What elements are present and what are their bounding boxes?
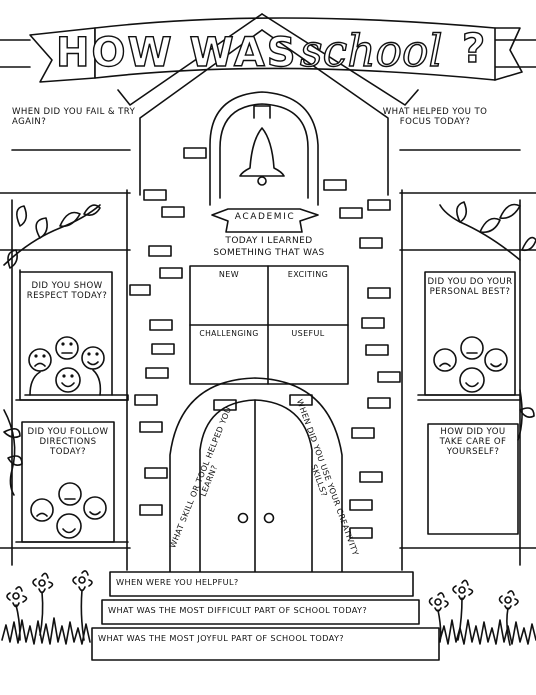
academic-grid: [189, 265, 349, 385]
window-left-bottom: [15, 421, 129, 543]
prompt-personal-best: DID YOU DO YOUR PERSONAL BEST?: [427, 277, 513, 297]
window-right-bottom: [427, 423, 519, 535]
leaf-vine-icon: [3, 201, 536, 496]
academic-cell-new: NEW: [218, 270, 240, 279]
step-joyful: WHAT WAS THE MOST JOYFUL PART OF SCHOOL …: [98, 633, 344, 643]
prompt-focus: WHAT HELPED YOU TO FOCUS TODAY?: [382, 107, 488, 127]
academic-banner-label: ACADEMIC: [234, 212, 296, 222]
academic-cell-useful: USEFUL: [291, 329, 325, 338]
grass-icon: [1, 617, 536, 645]
academic-intro-line1: TODAY I LEARNED: [225, 236, 313, 246]
bell-icon: [239, 127, 285, 177]
page-title-script: school: [299, 25, 443, 77]
step-difficult: WHAT WAS THE MOST DIFFICULT PART OF SCHO…: [108, 605, 368, 615]
prompt-take-care: HOW DID YOU TAKE CARE OF YOURSELF?: [439, 427, 507, 457]
page-title-question: ?: [461, 25, 486, 72]
window-left-top: [15, 269, 129, 401]
prompt-directions: DID YOU FOLLOW DIRECTIONS TODAY?: [27, 427, 109, 457]
bell-arch: [209, 91, 319, 206]
roof: [11, 13, 521, 196]
step-helpful: WHEN WERE YOU HELPFUL?: [116, 577, 239, 587]
academic-intro-line2: SOMETHING THAT WAS: [213, 248, 325, 258]
page-title: HOW WAS: [55, 29, 298, 76]
door: [169, 377, 343, 573]
steps: [91, 571, 440, 661]
title-ribbon: [29, 17, 523, 83]
academic-cell-challenging: CHALLENGING: [199, 329, 259, 338]
window-right-top: [417, 271, 521, 401]
prompt-respect: DID YOU SHOW RESPECT TODAY?: [26, 281, 108, 301]
academic-banner: [211, 208, 319, 233]
bricks: [129, 147, 401, 539]
academic-cell-exciting: EXCITING: [287, 270, 329, 279]
prompt-fail-try: WHEN DID YOU FAIL & TRY AGAIN?: [12, 107, 136, 127]
face-icons: [28, 336, 105, 396]
